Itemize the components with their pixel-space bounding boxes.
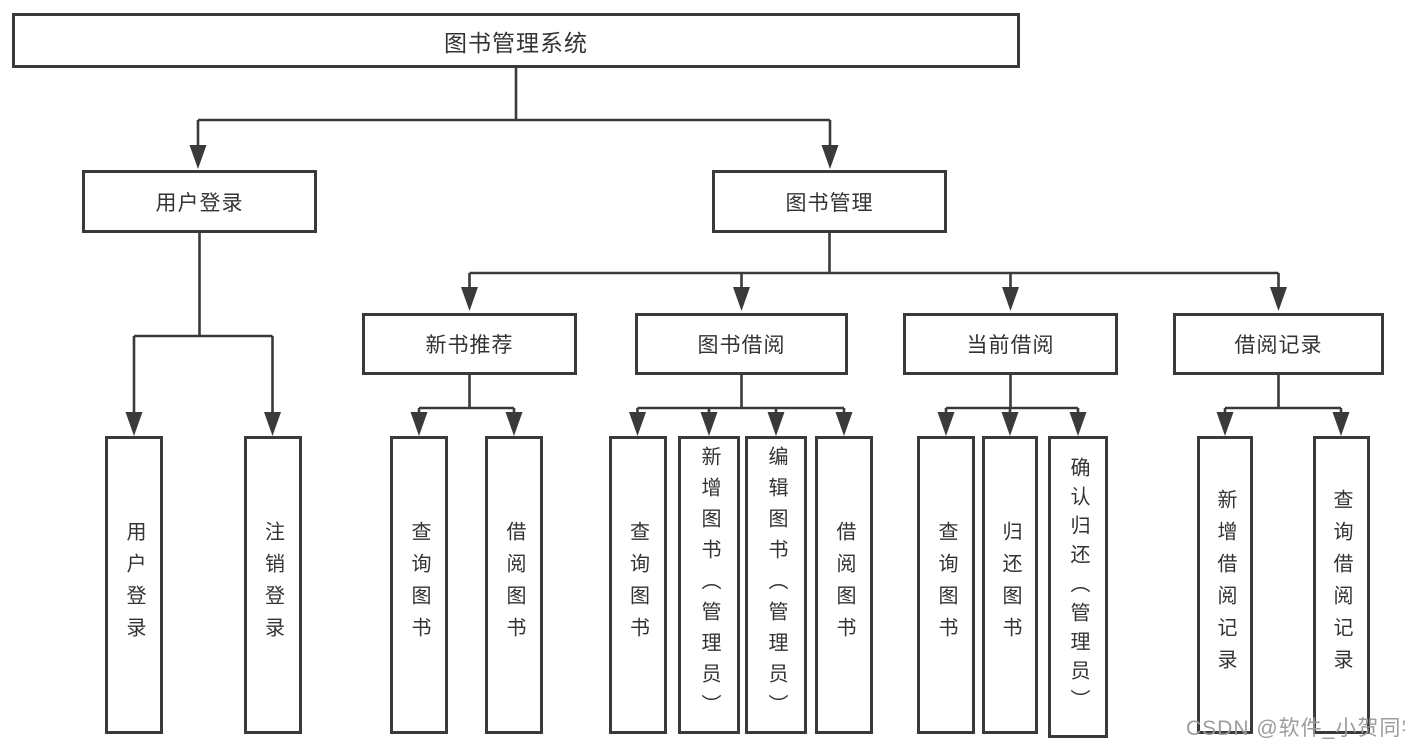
leaf-query-books-borrowing: 查询图书: [608, 436, 667, 734]
csdn-watermark: CSDN @软件_小贺同学: [1186, 717, 1405, 740]
node-current-borrowing: 当前借阅: [903, 313, 1118, 375]
node-label: 当前借阅: [966, 334, 1055, 357]
node-label: 用户登录: [155, 191, 244, 215]
connector-root-to-level2: [189, 68, 839, 169]
node-label: 借阅图书: [503, 521, 525, 649]
leaf-borrow-books: 借阅图书: [815, 436, 873, 734]
node-label: 图书管理: [785, 191, 874, 215]
leaf-borrow-books-recommend: 借阅图书: [485, 436, 543, 734]
leaf-edit-books-admin: 编辑图书（管理员）: [745, 436, 807, 734]
node-book-management: 图书管理: [712, 170, 947, 233]
node-label: 归还图书: [999, 521, 1021, 649]
connector-book-management-children: [461, 233, 1287, 311]
leaf-query-books-recommend: 查询图书: [390, 436, 448, 734]
node-label: 新书推荐: [425, 334, 514, 357]
node-label: 编辑图书（管理员）: [765, 445, 787, 725]
node-label: 查询图书: [626, 521, 649, 649]
node-label: 借阅记录: [1234, 334, 1323, 357]
node-book-borrowing: 图书借阅: [635, 313, 848, 375]
leaf-return-books: 归还图书: [982, 436, 1038, 734]
node-label: 查询图书: [408, 521, 430, 649]
node-borrowing-records: 借阅记录: [1173, 313, 1384, 375]
node-library-management-system: 图书管理系统: [12, 13, 1020, 68]
node-label: 确认归还（管理员）: [1067, 456, 1089, 718]
node-label: 查询图书: [935, 521, 957, 649]
node-label: 新增借阅记录: [1214, 489, 1236, 681]
connector-user-login-children: [125, 233, 281, 436]
leaf-query-borrow-record: 查询借阅记录: [1312, 436, 1370, 734]
leaf-add-borrow-record: 新增借阅记录: [1197, 436, 1253, 734]
node-user-login: 用户登录: [82, 170, 317, 233]
node-label: 借阅图书: [833, 521, 855, 649]
leaf-logout: 注销登录: [243, 436, 302, 734]
connector-current-borrowing-children: [937, 375, 1087, 436]
node-label: 注销登录: [261, 521, 284, 649]
connector-book-borrowing-children: [629, 375, 853, 436]
node-new-book-recommend: 新书推荐: [362, 313, 577, 375]
leaf-confirm-return-admin: 确认归还（管理员）: [1048, 436, 1108, 738]
node-label: 图书借阅: [697, 334, 786, 357]
leaf-query-books-current: 查询图书: [917, 436, 975, 734]
node-label: 新增图书（管理员）: [698, 445, 720, 725]
node-label: 查询借阅记录: [1330, 489, 1352, 681]
connector-new-book-recommend-children: [410, 375, 523, 436]
leaf-add-books-admin: 新增图书（管理员）: [678, 436, 740, 734]
leaf-user-login: 用户登录: [105, 436, 163, 734]
node-label: 图书管理系统: [444, 29, 588, 56]
node-label: 用户登录: [123, 521, 145, 649]
connector-borrowing-records-children: [1216, 375, 1350, 436]
